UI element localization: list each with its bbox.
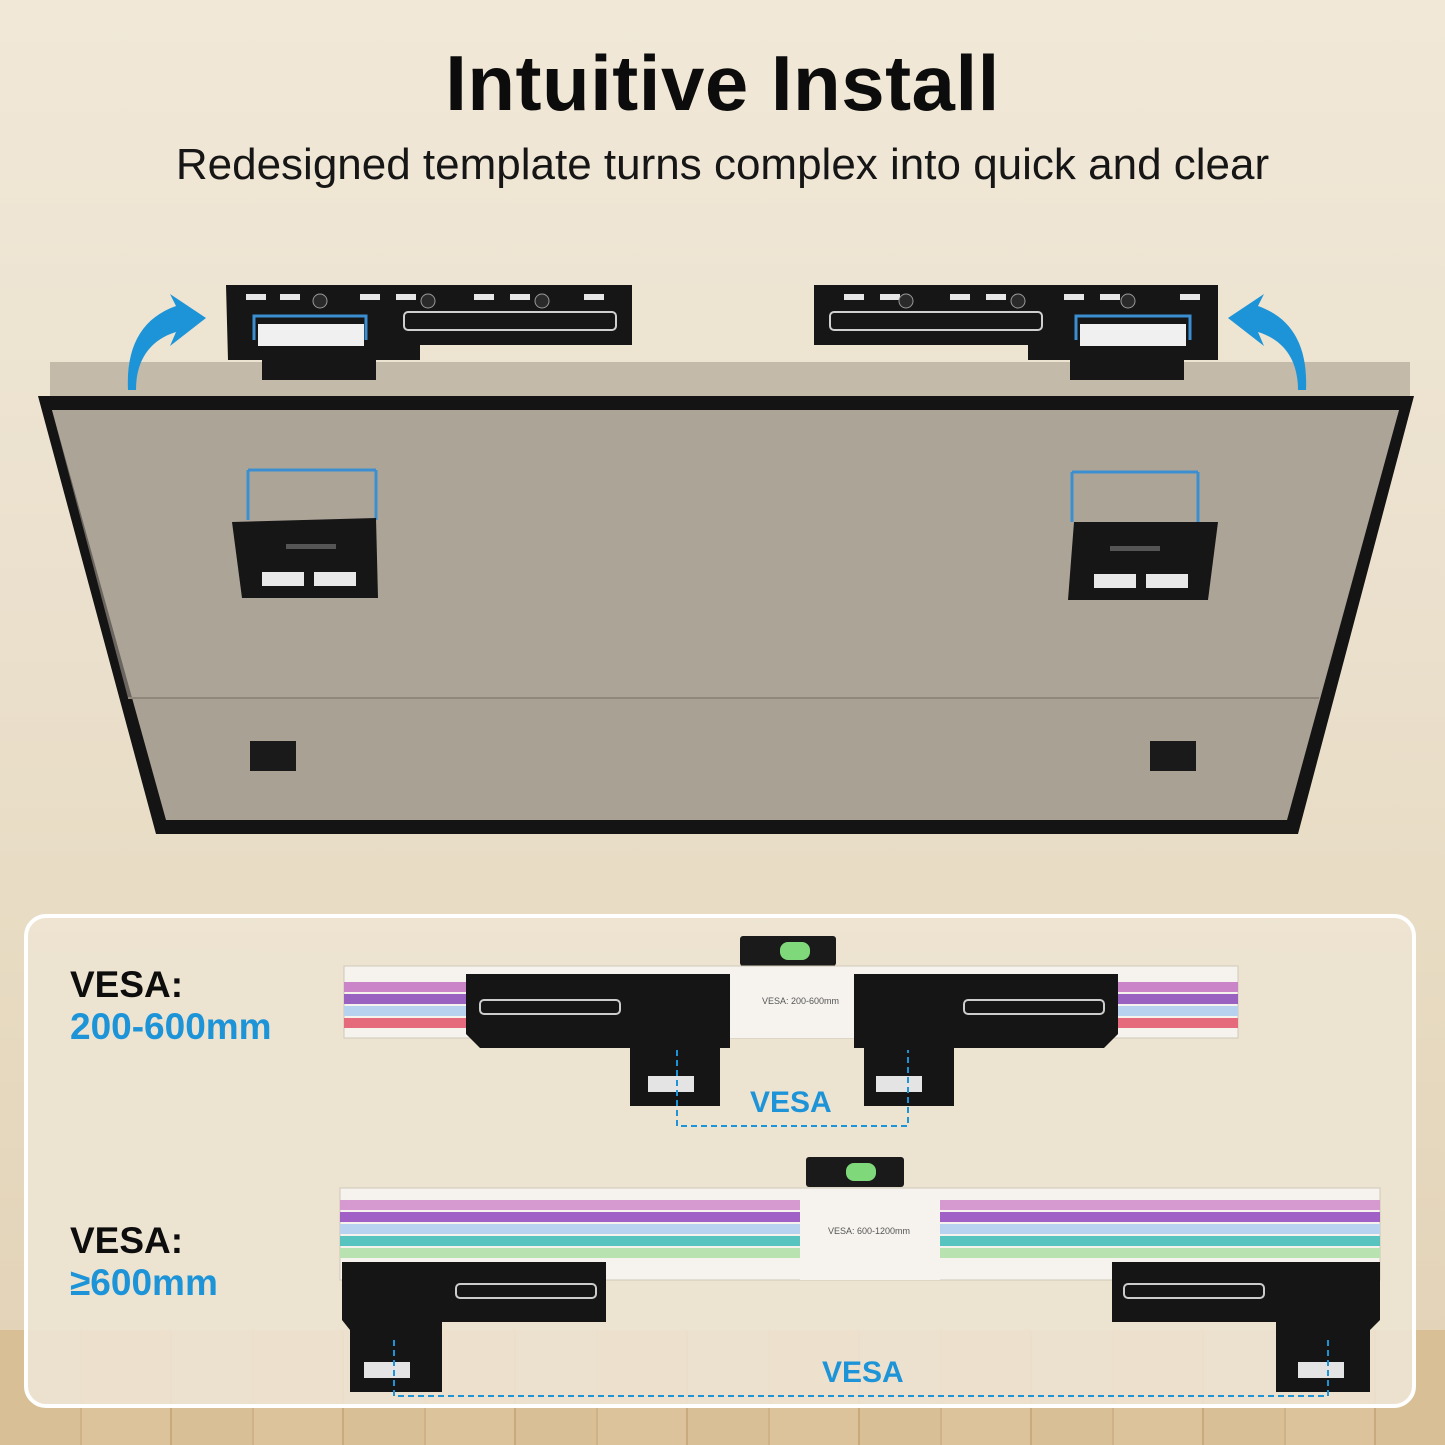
tv-bracket-right: [1068, 470, 1218, 600]
vesa-range-small-label: VESA: 200-600mm: [70, 964, 272, 1048]
vesa-range-large-label: VESA: ≥600mm: [70, 1220, 218, 1304]
page-title: Intuitive Install: [445, 39, 1000, 127]
template-large-text: VESA: 600-1200mm: [828, 1226, 910, 1236]
page-subtitle: Redesigned template turns complex into q…: [175, 140, 1270, 189]
curved-arrow-icon: [1228, 294, 1307, 390]
vesa-value: 200-600mm: [70, 1006, 272, 1047]
tv-bracket-left: [232, 468, 378, 598]
wall-bracket-left: [226, 285, 632, 380]
tv-foot-right: [1150, 741, 1196, 771]
vesa-key: VESA:: [70, 964, 184, 1005]
tv-back-lower: [52, 410, 1399, 698]
template-large: VESA: 600-1200mm: [339, 1157, 1381, 1397]
tv-illustration: [38, 285, 1414, 834]
vesa-dimension-tag: VESA: [750, 1086, 832, 1119]
vesa-value: ≥600mm: [70, 1262, 218, 1303]
wall-bracket-right: [814, 285, 1218, 380]
vesa-key: VESA:: [70, 1220, 184, 1261]
template-small-text: VESA: 200-600mm: [762, 996, 839, 1006]
tv-foot-left: [250, 741, 296, 771]
vesa-dimension-tag: VESA: [822, 1356, 904, 1389]
template-small: VESA: 200-600mm: [343, 936, 1239, 1127]
curved-arrow-icon: [127, 294, 206, 390]
